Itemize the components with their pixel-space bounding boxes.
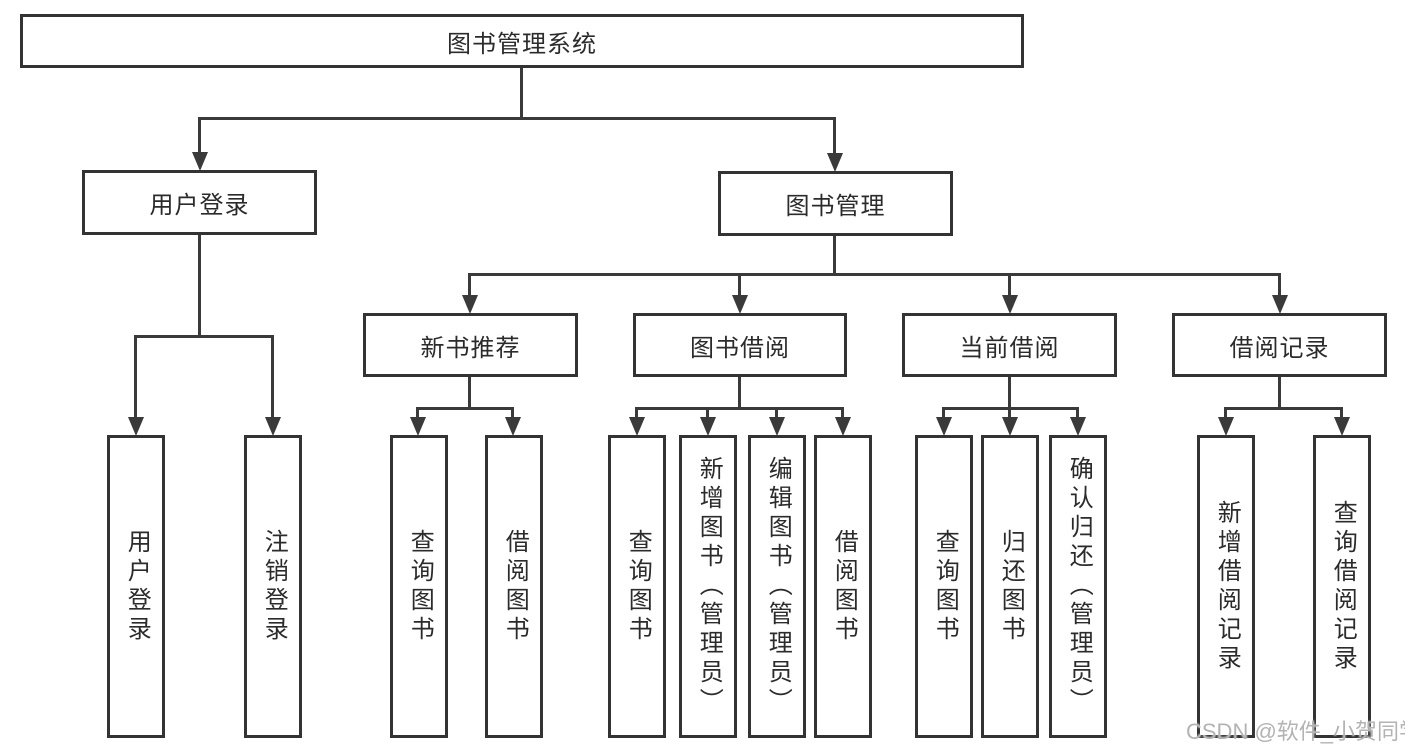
connector-line — [942, 407, 945, 420]
leaf-user-login: 用户登录 — [107, 435, 165, 738]
leaf-query-borrow-record: 查询借阅记录 — [1313, 435, 1371, 738]
leaf-query-books-borrow: 查询图书 — [608, 435, 666, 738]
connector-line — [635, 407, 844, 410]
arrow-down-icon — [835, 417, 851, 436]
arrow-down-icon — [732, 295, 748, 314]
arrow-down-icon — [1272, 295, 1288, 314]
connector-line — [468, 273, 1281, 276]
arrow-down-icon — [1002, 417, 1018, 436]
connector-line — [833, 117, 836, 154]
leaf-add-borrow-record: 新增借阅记录 — [1197, 435, 1255, 738]
arrow-down-icon — [505, 417, 521, 436]
node-borrow-records: 借阅记录 — [1172, 313, 1387, 377]
leaf-borrow-books: 借阅图书 — [814, 435, 872, 738]
arrow-down-icon — [827, 153, 843, 172]
arrow-down-icon — [1070, 417, 1086, 436]
connector-line — [416, 407, 514, 410]
arrow-down-icon — [1334, 417, 1350, 436]
leaf-add-book-admin: 新增图书（管理员） — [679, 435, 737, 738]
connector-line — [134, 335, 274, 338]
node-user-login: 用户登录 — [82, 170, 317, 235]
connector-line — [271, 335, 274, 419]
leaf-confirm-return-admin: 确认归还（管理员） — [1049, 435, 1107, 738]
connector-line — [416, 407, 419, 420]
connector-line — [1008, 407, 1011, 420]
node-new-book-recommend: 新书推荐 — [363, 313, 578, 377]
node-root: 图书管理系统 — [20, 14, 1024, 68]
node-current-borrow: 当前借阅 — [902, 313, 1117, 377]
arrow-down-icon — [1218, 417, 1234, 436]
leaf-query-books-current: 查询图书 — [915, 435, 973, 738]
arrow-down-icon — [936, 417, 952, 436]
csdn-watermark: CSDN @软件_小贺同学 — [1186, 719, 1405, 744]
arrow-down-icon — [265, 417, 281, 436]
arrow-down-icon — [629, 417, 645, 436]
connector-line — [1076, 407, 1079, 420]
connector-line — [520, 68, 523, 118]
connector-line — [468, 377, 471, 409]
connector-line — [468, 273, 471, 297]
connector-line — [1224, 407, 1227, 420]
connector-line — [198, 117, 201, 153]
arrow-down-icon — [410, 417, 426, 436]
connector-line — [775, 407, 778, 420]
connector-line — [198, 117, 836, 120]
connector-line — [511, 407, 514, 420]
leaf-return-books: 归还图书 — [981, 435, 1039, 738]
arrow-down-icon — [700, 417, 716, 436]
node-book-management: 图书管理 — [718, 171, 953, 236]
connector-line — [738, 273, 741, 297]
connector-line — [1224, 407, 1343, 410]
connector-line — [1008, 273, 1011, 297]
arrow-down-icon — [769, 417, 785, 436]
leaf-query-books-recommend: 查询图书 — [390, 435, 448, 738]
arrow-down-icon — [192, 152, 208, 171]
node-book-borrow: 图书借阅 — [633, 313, 847, 377]
arrow-down-icon — [462, 295, 478, 314]
connector-line — [134, 335, 137, 419]
connector-line — [738, 377, 741, 409]
arrow-down-icon — [1002, 295, 1018, 314]
connector-line — [833, 236, 836, 276]
connector-line — [1008, 377, 1011, 409]
leaf-borrow-books-recommend: 借阅图书 — [485, 435, 543, 738]
leaf-edit-book-admin: 编辑图书（管理员） — [748, 435, 806, 738]
connector-line — [841, 407, 844, 420]
arrow-down-icon — [128, 417, 144, 436]
leaf-logout: 注销登录 — [244, 435, 302, 738]
connector-line — [635, 407, 638, 420]
connector-line — [706, 407, 709, 420]
connector-line — [1340, 407, 1343, 420]
connector-line — [1278, 377, 1281, 409]
connector-line — [198, 235, 201, 335]
connector-line — [1278, 273, 1281, 297]
